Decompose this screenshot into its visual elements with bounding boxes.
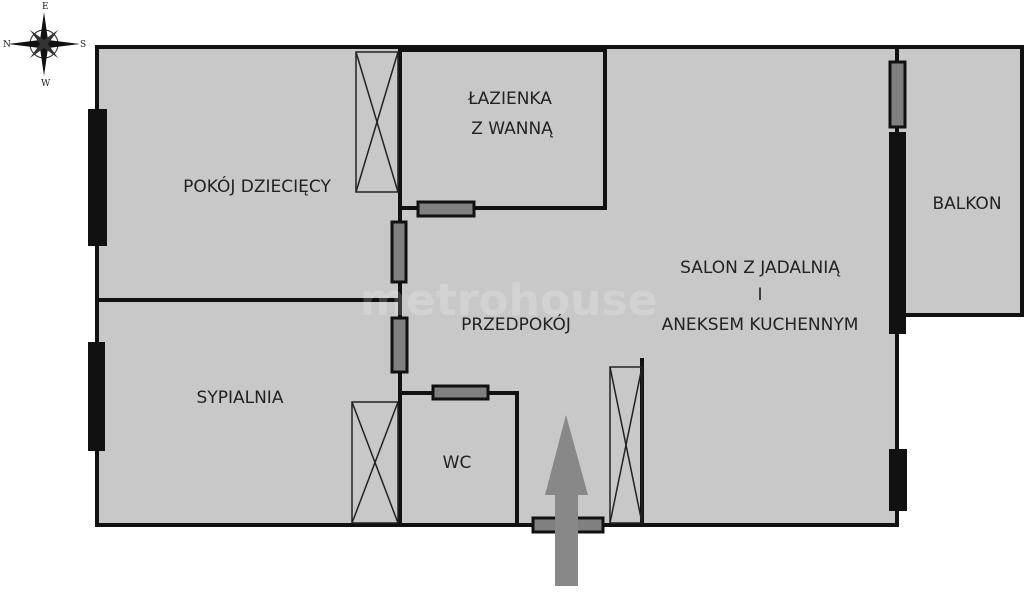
door [431, 384, 490, 401]
wardrobe-cabinet [355, 51, 399, 193]
compass-west-label: W [41, 79, 51, 89]
wardrobe-cabinet [609, 366, 643, 524]
room-label-salon-2: I [757, 285, 762, 305]
compass-south-label: S [80, 40, 86, 50]
room-label-salon: SALON Z JADALNIĄ [680, 258, 840, 278]
door [390, 220, 408, 284]
door [390, 316, 409, 374]
room-label-lazienka-2: Z WANNĄ [471, 119, 553, 139]
wardrobe-cabinet [351, 401, 399, 524]
window [889, 132, 906, 334]
room-label-pokoj-dzieciecy: POKÓJ DZIECIĘCY [183, 175, 331, 197]
room-label-balkon: BALKON [932, 194, 1001, 214]
entrance-arrow-icon [545, 415, 588, 586]
room-label-salon-3: ANEKSEM KUCHENNYM [662, 315, 859, 335]
apartment-floor [97, 47, 897, 525]
window [88, 109, 107, 246]
room-label-sypialnia: SYPIALNIA [197, 388, 284, 408]
door [416, 200, 476, 218]
compass-north-label: N [3, 40, 11, 50]
compass-east-label: E [42, 2, 49, 12]
room-label-przedpokoj: PRZEDPOKÓJ [461, 313, 571, 335]
room-label-lazienka: ŁAZIENKA [467, 89, 552, 109]
compass-rose-icon: N E S W [3, 2, 86, 89]
balcony-floor [897, 47, 1022, 315]
watermark: metrohouse [360, 275, 658, 326]
window [88, 342, 105, 451]
balcony-door [888, 60, 907, 129]
room-label-wc: WC [443, 453, 472, 473]
window [889, 449, 907, 511]
